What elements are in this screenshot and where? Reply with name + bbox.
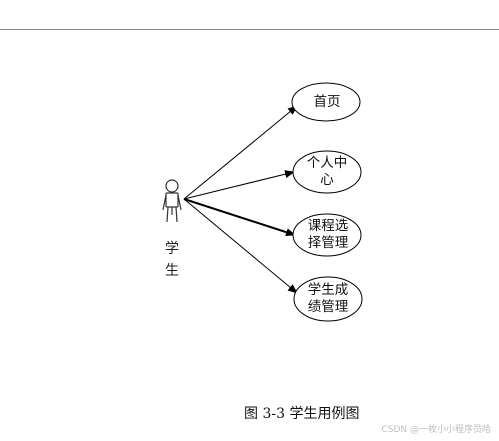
use-case-ellipse-course-selection xyxy=(292,213,362,257)
figure-caption: 图 3-3 学生用例图 xyxy=(244,406,360,422)
actor-person-icon xyxy=(162,179,182,223)
watermark: CSDN @一枚小小程序员哈 xyxy=(381,425,491,435)
use-case-label-personal-center: 个人中心 xyxy=(306,155,348,188)
use-case-label-grade-management: 学生成绩管理 xyxy=(307,282,349,315)
association-arrow-home xyxy=(183,105,298,200)
top-divider xyxy=(0,29,499,30)
use-case-ellipse-grade-management xyxy=(293,276,363,322)
use-case-label-course-selection: 课程选择管理 xyxy=(307,218,349,251)
association-arrow-personal-center xyxy=(183,170,295,200)
association-arrow-course-selection xyxy=(183,198,296,237)
actor-label: 学 生 xyxy=(165,241,179,279)
use-case-ellipse-home xyxy=(291,82,361,122)
use-case-label-home: 首页 xyxy=(313,94,341,110)
association-arrow-grade-management xyxy=(183,198,298,294)
use-case-ellipse-personal-center xyxy=(292,150,362,194)
